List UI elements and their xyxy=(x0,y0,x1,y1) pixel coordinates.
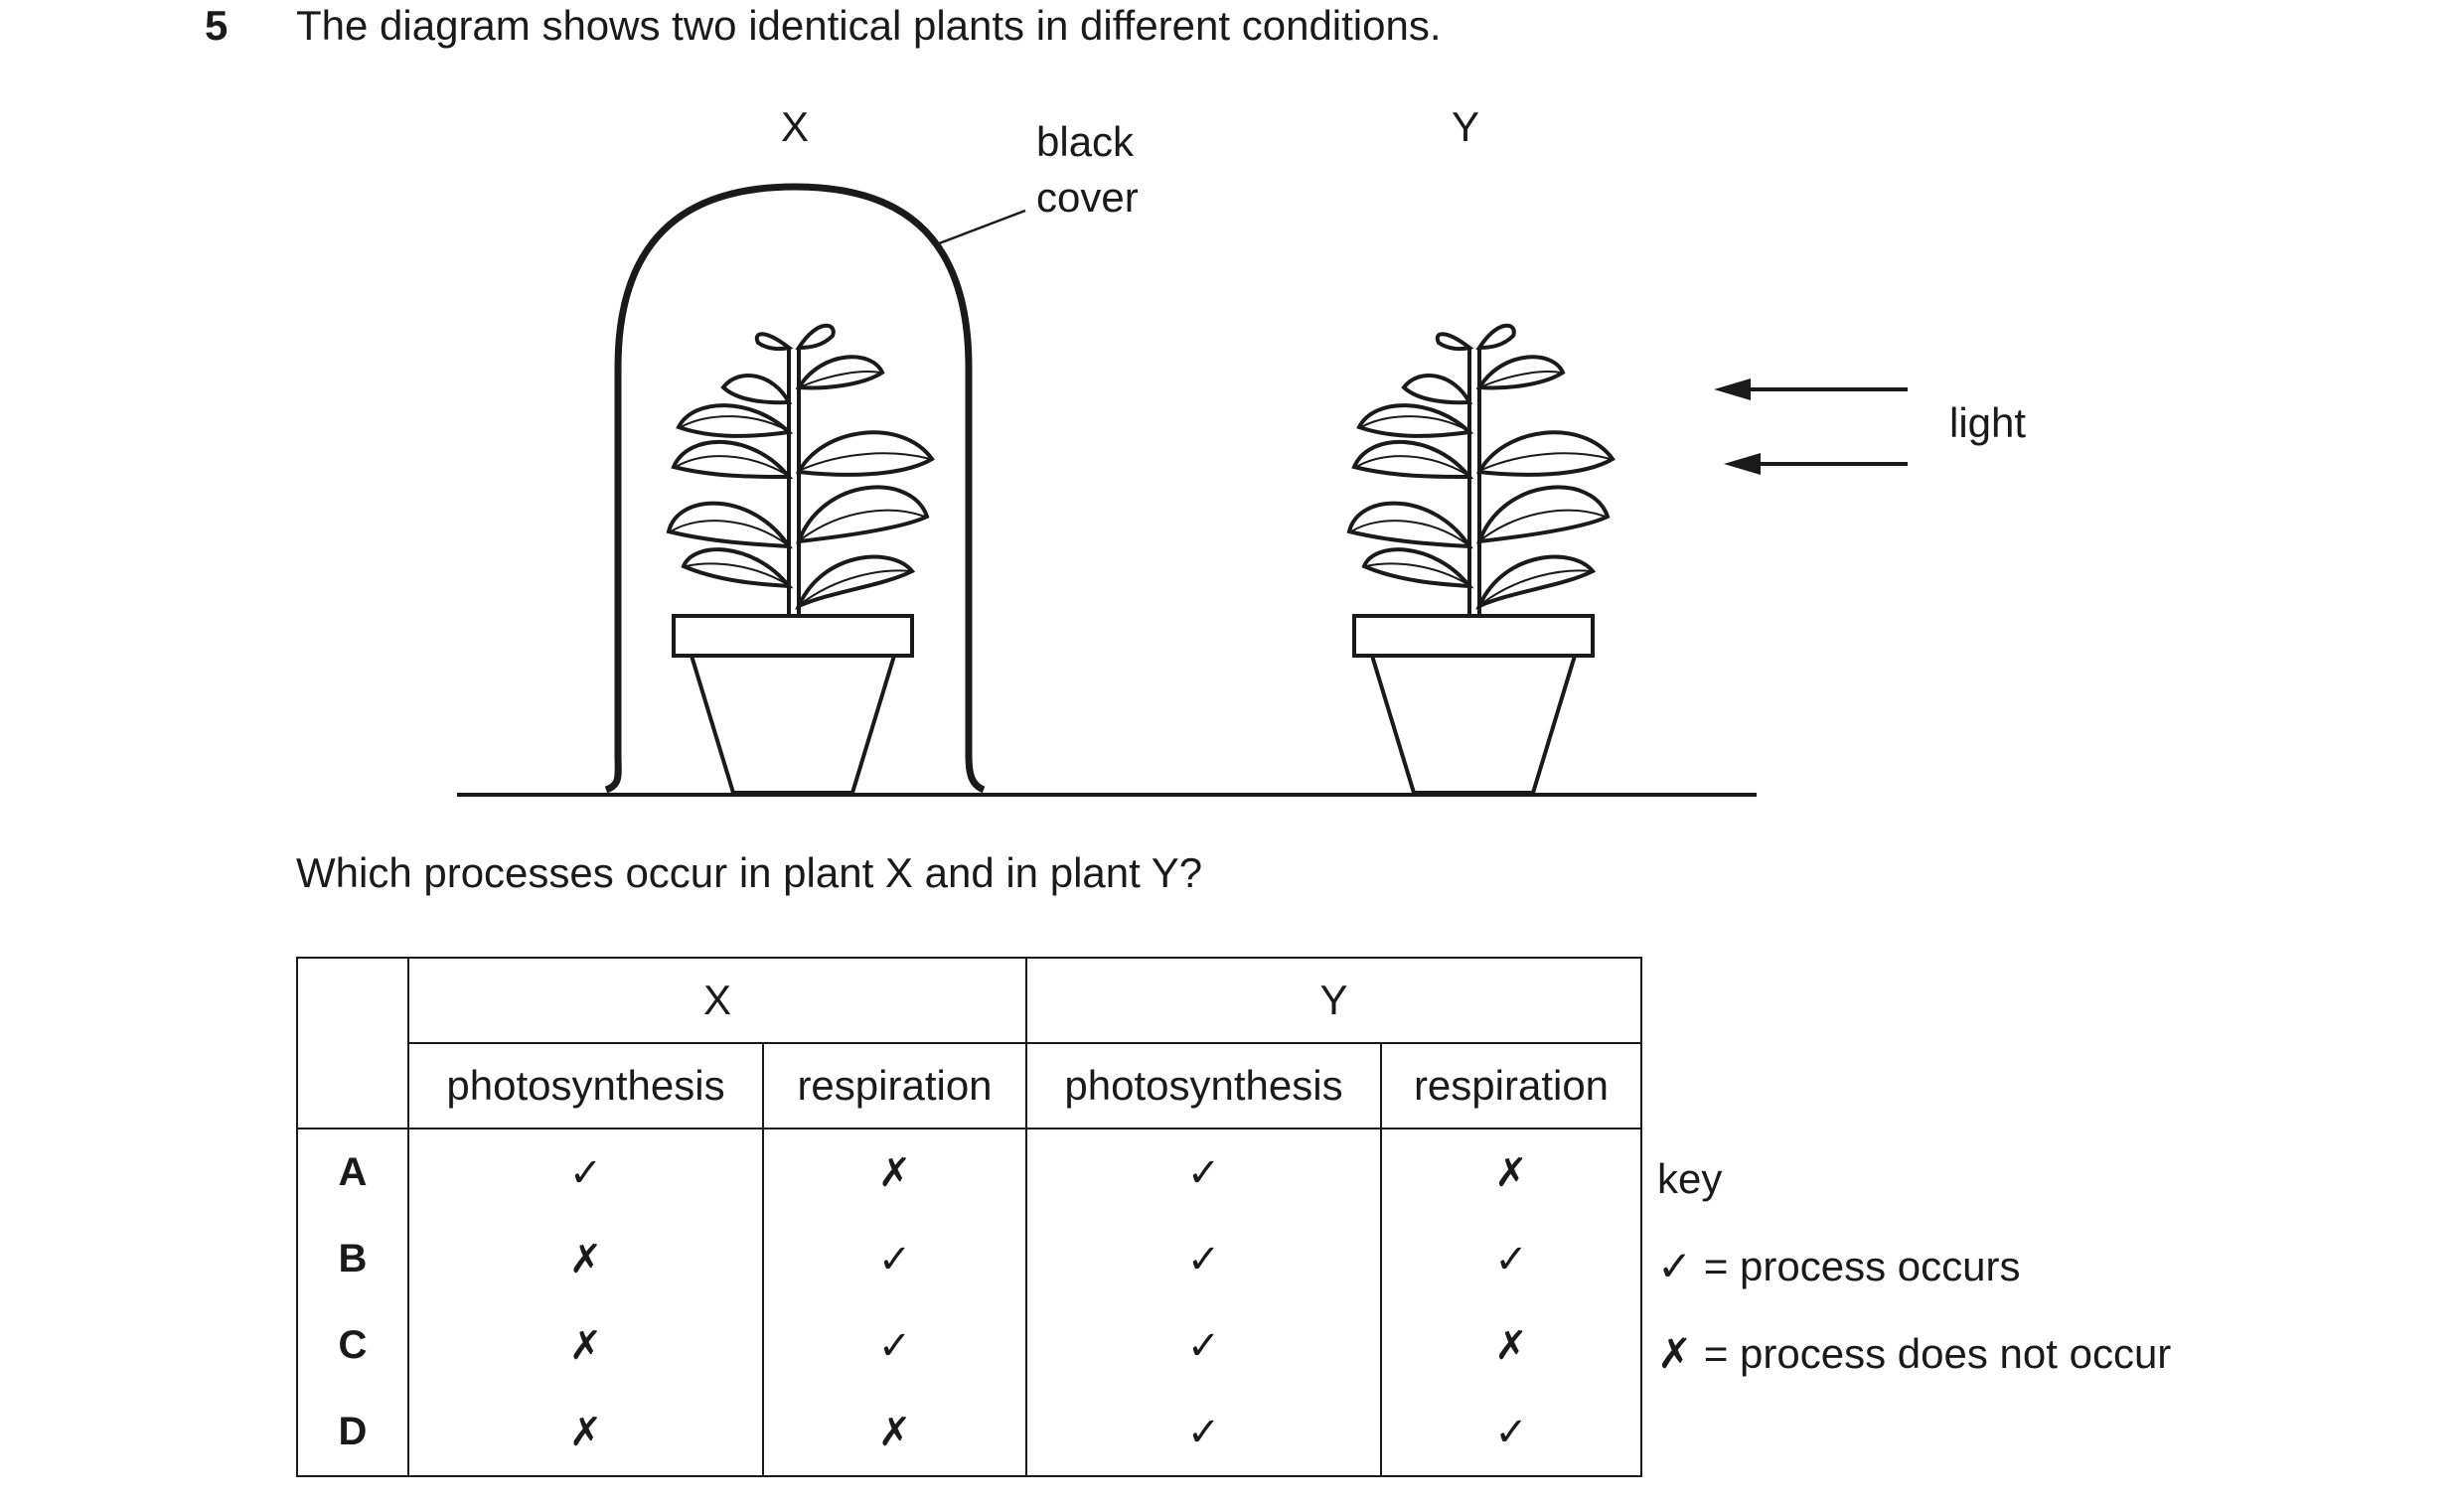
plant-x xyxy=(667,323,934,795)
light-label: light xyxy=(1949,399,2026,446)
cell-y-photo: ✓ xyxy=(1025,1302,1382,1389)
key-cross-meaning: ✗ = process does not occur xyxy=(1657,1330,2172,1377)
option-letter: C xyxy=(296,1302,409,1389)
plants-diagram: X Y black cover light xyxy=(457,103,2026,797)
cell-x-resp: ✗ xyxy=(762,1128,1027,1216)
option-letter: A xyxy=(296,1128,409,1216)
plant-y xyxy=(1347,323,1615,795)
group-header-x: X xyxy=(407,957,1027,1044)
cell-y-resp: ✗ xyxy=(1380,1302,1642,1389)
cell-x-photo: ✗ xyxy=(407,1389,764,1477)
table-row: C ✗ ✓ ✓ ✗ xyxy=(296,1302,1642,1389)
header-x-respiration: respiration xyxy=(762,1042,1027,1130)
table-row: B ✗ ✓ ✓ ✓ xyxy=(296,1216,1642,1302)
cell-x-photo: ✗ xyxy=(407,1216,764,1302)
cell-y-photo: ✓ xyxy=(1025,1216,1382,1302)
cell-y-resp: ✓ xyxy=(1380,1389,1642,1477)
cell-x-photo: ✗ xyxy=(407,1302,764,1389)
cell-y-photo: ✓ xyxy=(1025,1128,1382,1216)
cover-leader-line xyxy=(933,209,1026,247)
question-text: The diagram shows two identical plants i… xyxy=(296,2,1442,49)
question-number: 5 xyxy=(205,2,229,49)
black-cover xyxy=(604,183,986,794)
table-row: D ✗ ✗ ✓ ✓ xyxy=(296,1389,1642,1477)
key-title: key xyxy=(1657,1155,1723,1202)
cover-label-line1: black xyxy=(1036,118,1135,165)
key-tick-meaning: ✓ = process occurs xyxy=(1657,1243,2021,1289)
light-arrow-top xyxy=(1714,378,1908,400)
answer-table: X Y photosynthesis respiration photosynt… xyxy=(296,957,1642,1477)
sub-question: Which processes occur in plant X and in … xyxy=(296,849,1203,896)
cover-label-line2: cover xyxy=(1036,174,1139,221)
header-y-respiration: respiration xyxy=(1380,1042,1642,1130)
cell-y-photo: ✓ xyxy=(1025,1389,1382,1477)
plant-x-label: X xyxy=(781,103,809,150)
table-row: A ✓ ✗ ✓ ✗ xyxy=(296,1128,1642,1216)
cell-x-resp: ✓ xyxy=(762,1302,1027,1389)
cell-x-photo: ✓ xyxy=(407,1128,764,1216)
option-letter: B xyxy=(296,1216,409,1302)
corner-cell xyxy=(296,957,409,1130)
plant-y-label: Y xyxy=(1452,103,1479,150)
header-y-photosynthesis: photosynthesis xyxy=(1025,1042,1382,1130)
light-arrow-bottom xyxy=(1724,453,1908,475)
cell-x-resp: ✓ xyxy=(762,1216,1027,1302)
group-header-y: Y xyxy=(1025,957,1642,1044)
cell-y-resp: ✓ xyxy=(1380,1216,1642,1302)
header-x-photosynthesis: photosynthesis xyxy=(407,1042,764,1130)
cell-x-resp: ✗ xyxy=(762,1389,1027,1477)
cell-y-resp: ✗ xyxy=(1380,1128,1642,1216)
option-letter: D xyxy=(296,1389,409,1477)
